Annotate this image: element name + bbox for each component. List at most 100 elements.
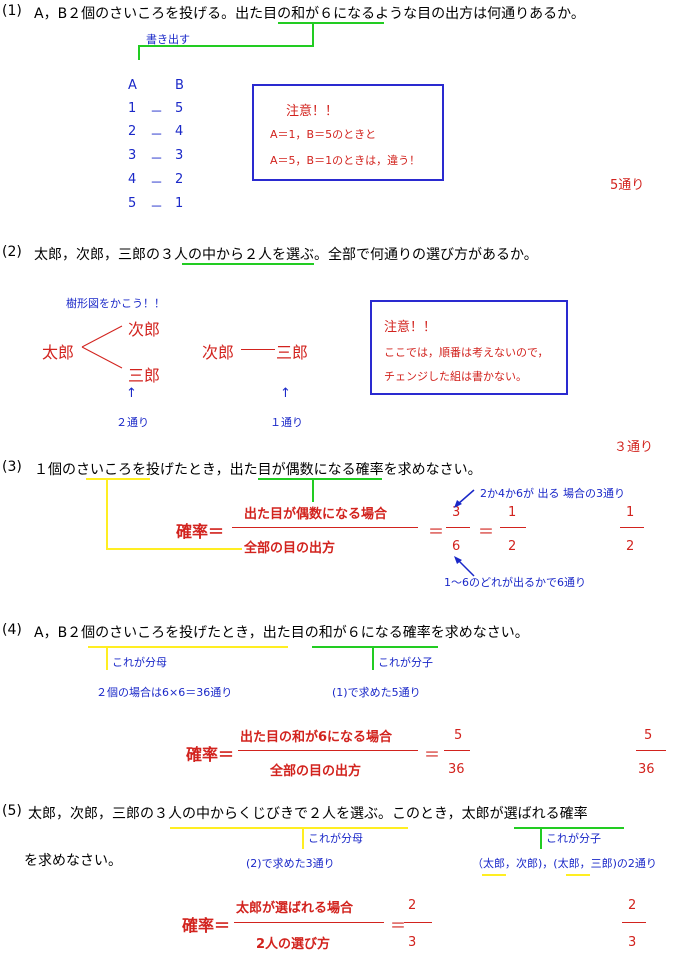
q4-green-stem [372, 646, 374, 670]
q2-caution-line1: ここでは，順番は考えないので， [384, 346, 549, 359]
q5-denominator-text: 2人の選び方 [256, 937, 331, 952]
q5-answer-n: 2 [628, 898, 637, 913]
q1-caution-box: 注意！！ A＝1，B＝5のときと A＝5，B＝1のときは，違う！ [252, 84, 444, 181]
q3-text: １個のさいころを投げたとき，出た目が偶数になる確率を求めなさい。 [34, 462, 482, 478]
q2-tree-jiro2: 次郎 [202, 343, 235, 362]
q4-answer-n: 5 [644, 728, 653, 743]
q5-text-line1: 太郎，次郎，三郎の３人の中からくじびきで２人を選ぶ。このとき，太郎が選ばれる確率 [28, 806, 588, 822]
q3-frac1-bar [446, 527, 470, 528]
q5-text-line2: を求めなさい。 [24, 853, 122, 869]
q1-text: A，B２個のさいころを投げる。出た目の和が６になるような目の出方は何通りあるか。 [34, 6, 585, 22]
q5-frac-bar [404, 922, 432, 923]
q4-answer-d: 36 [638, 762, 655, 777]
q5-number: (5) [2, 803, 22, 819]
q4-yellow-stem [106, 646, 108, 670]
q5-answer-bar [622, 922, 646, 923]
q2-caution-box: 注意！！ ここでは，順番は考えないので， チェンジした組は書かない。 [370, 300, 568, 395]
q5-yellow-mark-2 [566, 874, 590, 876]
q3-note-bottom: 1～6のどれが出るかで6通り [444, 576, 586, 589]
q3-eq2: ＝ [478, 522, 495, 541]
q4-frac-bar [444, 750, 470, 751]
q1-pair-dash: － [150, 152, 164, 167]
q1-caution-line1: A＝1，B＝5のときと [270, 128, 377, 141]
q2-arrow-left: ↑ [126, 386, 137, 401]
q3-green-underline [258, 478, 382, 480]
q2-number: (2) [2, 244, 22, 260]
q1-pair-dash: － [150, 128, 164, 143]
q1-pair-dash: － [150, 176, 164, 191]
q1-pair-b: 4 [175, 124, 184, 139]
q1-pair-a: 5 [128, 196, 137, 211]
q3-yellow-to-denom [106, 548, 242, 550]
q5-eq: ＝ [390, 916, 407, 935]
q4-numer-label: これが分子 [378, 656, 433, 669]
q2-tree-note: 樹形図をかこう！！ [66, 297, 165, 310]
q2-text: 太郎，次郎，三郎の３人の中から２人を選ぶ。全部で何通りの選び方があるか。 [34, 247, 538, 263]
q3-arrow-top-icon [454, 489, 475, 508]
q5-d1: 3 [408, 935, 417, 950]
q1-green-drop [138, 45, 140, 60]
q2-tree-saburo2: 三郎 [276, 343, 309, 362]
q5-denom-label: これが分母 [308, 832, 363, 845]
q2-tree-branches [81, 325, 123, 369]
q1-note-label: 書き出す [146, 33, 190, 46]
q5-fraction-bar [234, 922, 384, 923]
q4-eq: ＝ [424, 745, 441, 764]
q4-numerator-text: 出た目の和が6になる場合 [240, 730, 393, 745]
q5-numerator-text: 太郎が選ばれる場合 [236, 901, 354, 916]
q3-fraction-bar [232, 527, 418, 528]
q2-tree-jiro: 次郎 [128, 320, 161, 339]
q3-green-stem [312, 478, 314, 502]
q1-pair-dash: － [150, 200, 164, 215]
q1-pair-a: 4 [128, 172, 137, 187]
q4-numer-note: (1)で求めた5通り [332, 686, 421, 699]
q3-yellow-underline [86, 478, 150, 480]
q1-pair-b: 3 [175, 148, 184, 163]
q4-fraction-bar [238, 750, 418, 751]
q5-yellow-underline [170, 827, 408, 829]
q4-text: A，B２個のさいころを投げたとき，出た目の和が６になる確率を求めなさい。 [34, 625, 529, 641]
q2-arrow-right: ↑ [280, 386, 291, 401]
q2-caution-line2: チェンジした組は書かない。 [384, 370, 527, 383]
q5-yellow-stem [302, 827, 304, 849]
q4-answer-bar [636, 750, 666, 751]
q1-pair-b: 1 [175, 196, 184, 211]
q1-green-bracket [138, 45, 314, 47]
q5-n1: 2 [408, 898, 417, 913]
q4-green-underline [312, 646, 438, 648]
q4-denom-label: これが分母 [112, 656, 167, 669]
q3-number: (3) [2, 459, 22, 475]
q5-prob-label: 確率＝ [182, 916, 231, 935]
q4-number: (4) [2, 622, 22, 638]
q5-yellow-mark-1 [482, 874, 506, 876]
q5-numer-note: （太郎，次郎)，(太郎，三郎)の2通り [472, 857, 657, 870]
q3-yellow-stem [106, 478, 108, 550]
q4-yellow-underline [88, 646, 288, 648]
q3-d1: 6 [452, 539, 461, 554]
q1-col-b: B [175, 78, 184, 93]
q1-green-underline [278, 22, 384, 24]
q3-answer-bar [620, 527, 644, 528]
q1-pair-b: 5 [175, 101, 184, 116]
q1-col-a: A [128, 78, 137, 93]
q3-n1: 3 [452, 505, 461, 520]
q4-n1: 5 [454, 728, 463, 743]
q4-denom-note: ２個の場合は6×6＝36通り [96, 686, 233, 699]
q2-tree-link [241, 349, 275, 350]
q3-arrow-bottom-icon [454, 556, 475, 577]
q3-d2: 2 [508, 539, 517, 554]
q3-note-top: 2か4か6が 出る 場合の3通り [480, 487, 625, 500]
q2-green-underline [182, 263, 314, 265]
q2-answer: ３通り [614, 440, 654, 455]
q3-denominator-text: 全部の目の出方 [244, 541, 336, 556]
q2-count-left: ２通り [116, 416, 149, 429]
q1-pair-a: 3 [128, 148, 137, 163]
q1-number: (1) [2, 3, 22, 19]
q5-answer-d: 3 [628, 935, 637, 950]
q2-count-right: １通り [270, 416, 303, 429]
q3-answer-d: 2 [626, 539, 635, 554]
q3-prob-label: 確率＝ [176, 522, 225, 541]
q5-numer-label: これが分子 [546, 832, 601, 845]
q4-prob-label: 確率＝ [186, 745, 235, 764]
q5-green-underline [514, 827, 624, 829]
